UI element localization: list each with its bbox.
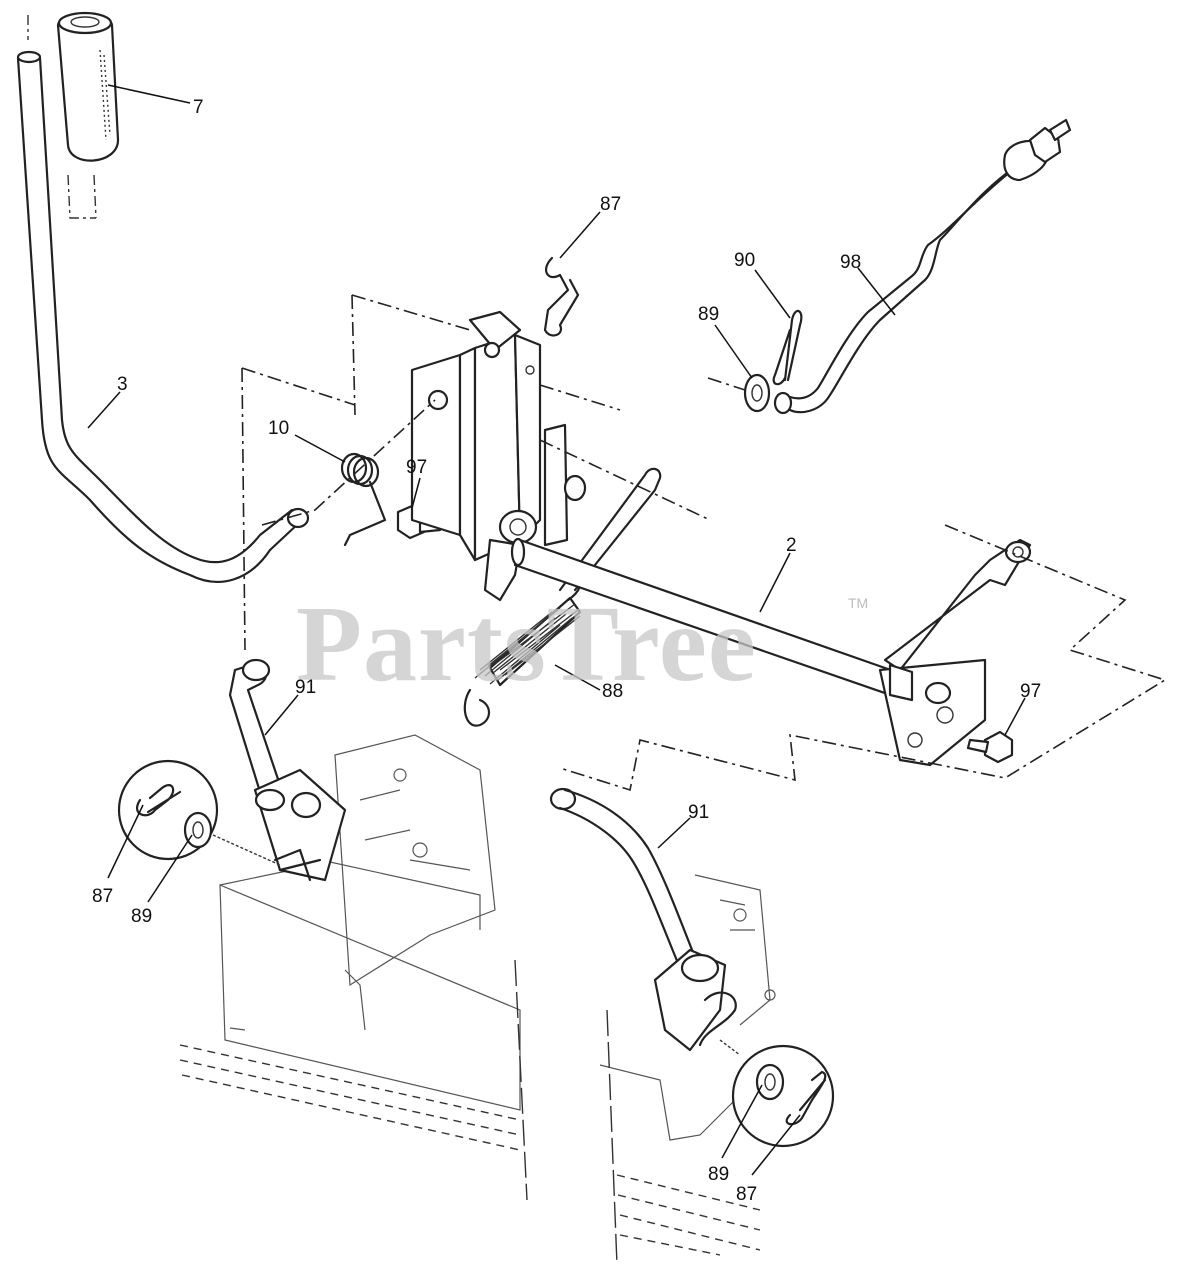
- link-rod-right: [549, 787, 737, 1052]
- frame-background: [179, 734, 776, 1266]
- callout-89-top: 89: [698, 304, 719, 325]
- link-rod-left: [228, 658, 347, 882]
- callout-98: 98: [840, 252, 861, 273]
- extension-spring: [463, 576, 582, 727]
- hairpin-clip-upper: [543, 256, 580, 337]
- callout-91-right: 91: [688, 802, 709, 823]
- callout-89-left: 89: [131, 906, 152, 927]
- callout-89-right: 89: [708, 1164, 729, 1185]
- callout-97-right: 97: [1020, 681, 1041, 702]
- callout-87-left: 87: [92, 886, 113, 907]
- phantom-lines: [241, 294, 1167, 792]
- right-lift-arm: [878, 538, 1032, 767]
- adjustment-rod: [773, 118, 1072, 415]
- washer-clip-upper: [743, 309, 803, 413]
- callout-3: 3: [117, 374, 128, 395]
- callout-2: 2: [786, 535, 797, 556]
- handle-grip: [27, 11, 120, 219]
- torsion-spring: [340, 452, 387, 547]
- bolt-right: [966, 730, 1014, 764]
- callout-10: 10: [268, 418, 289, 439]
- callout-87-top: 87: [600, 194, 621, 215]
- callout-90: 90: [734, 250, 755, 271]
- callout-7: 7: [193, 97, 204, 118]
- callout-labels: 7 87 90 98 89 3 10 97 2 91 88 97 91 87 8…: [92, 97, 1041, 1205]
- detail-circle-left: [117, 759, 281, 866]
- detail-circle-right: [719, 1039, 835, 1148]
- mounting-bracket: [410, 310, 587, 602]
- watermark: PartsTree TM: [296, 585, 868, 704]
- callout-91-left: 91: [295, 677, 316, 698]
- callout-88: 88: [602, 681, 623, 702]
- leader-lines: [87, 84, 1026, 1176]
- watermark-text: PartsTree: [296, 585, 757, 704]
- watermark-trademark: TM: [848, 595, 868, 611]
- lift-lever-rod: [16, 50, 310, 583]
- callout-87-right: 87: [736, 1184, 757, 1205]
- callout-97-left: 97: [406, 457, 427, 478]
- spring-hook-wire: [558, 467, 662, 592]
